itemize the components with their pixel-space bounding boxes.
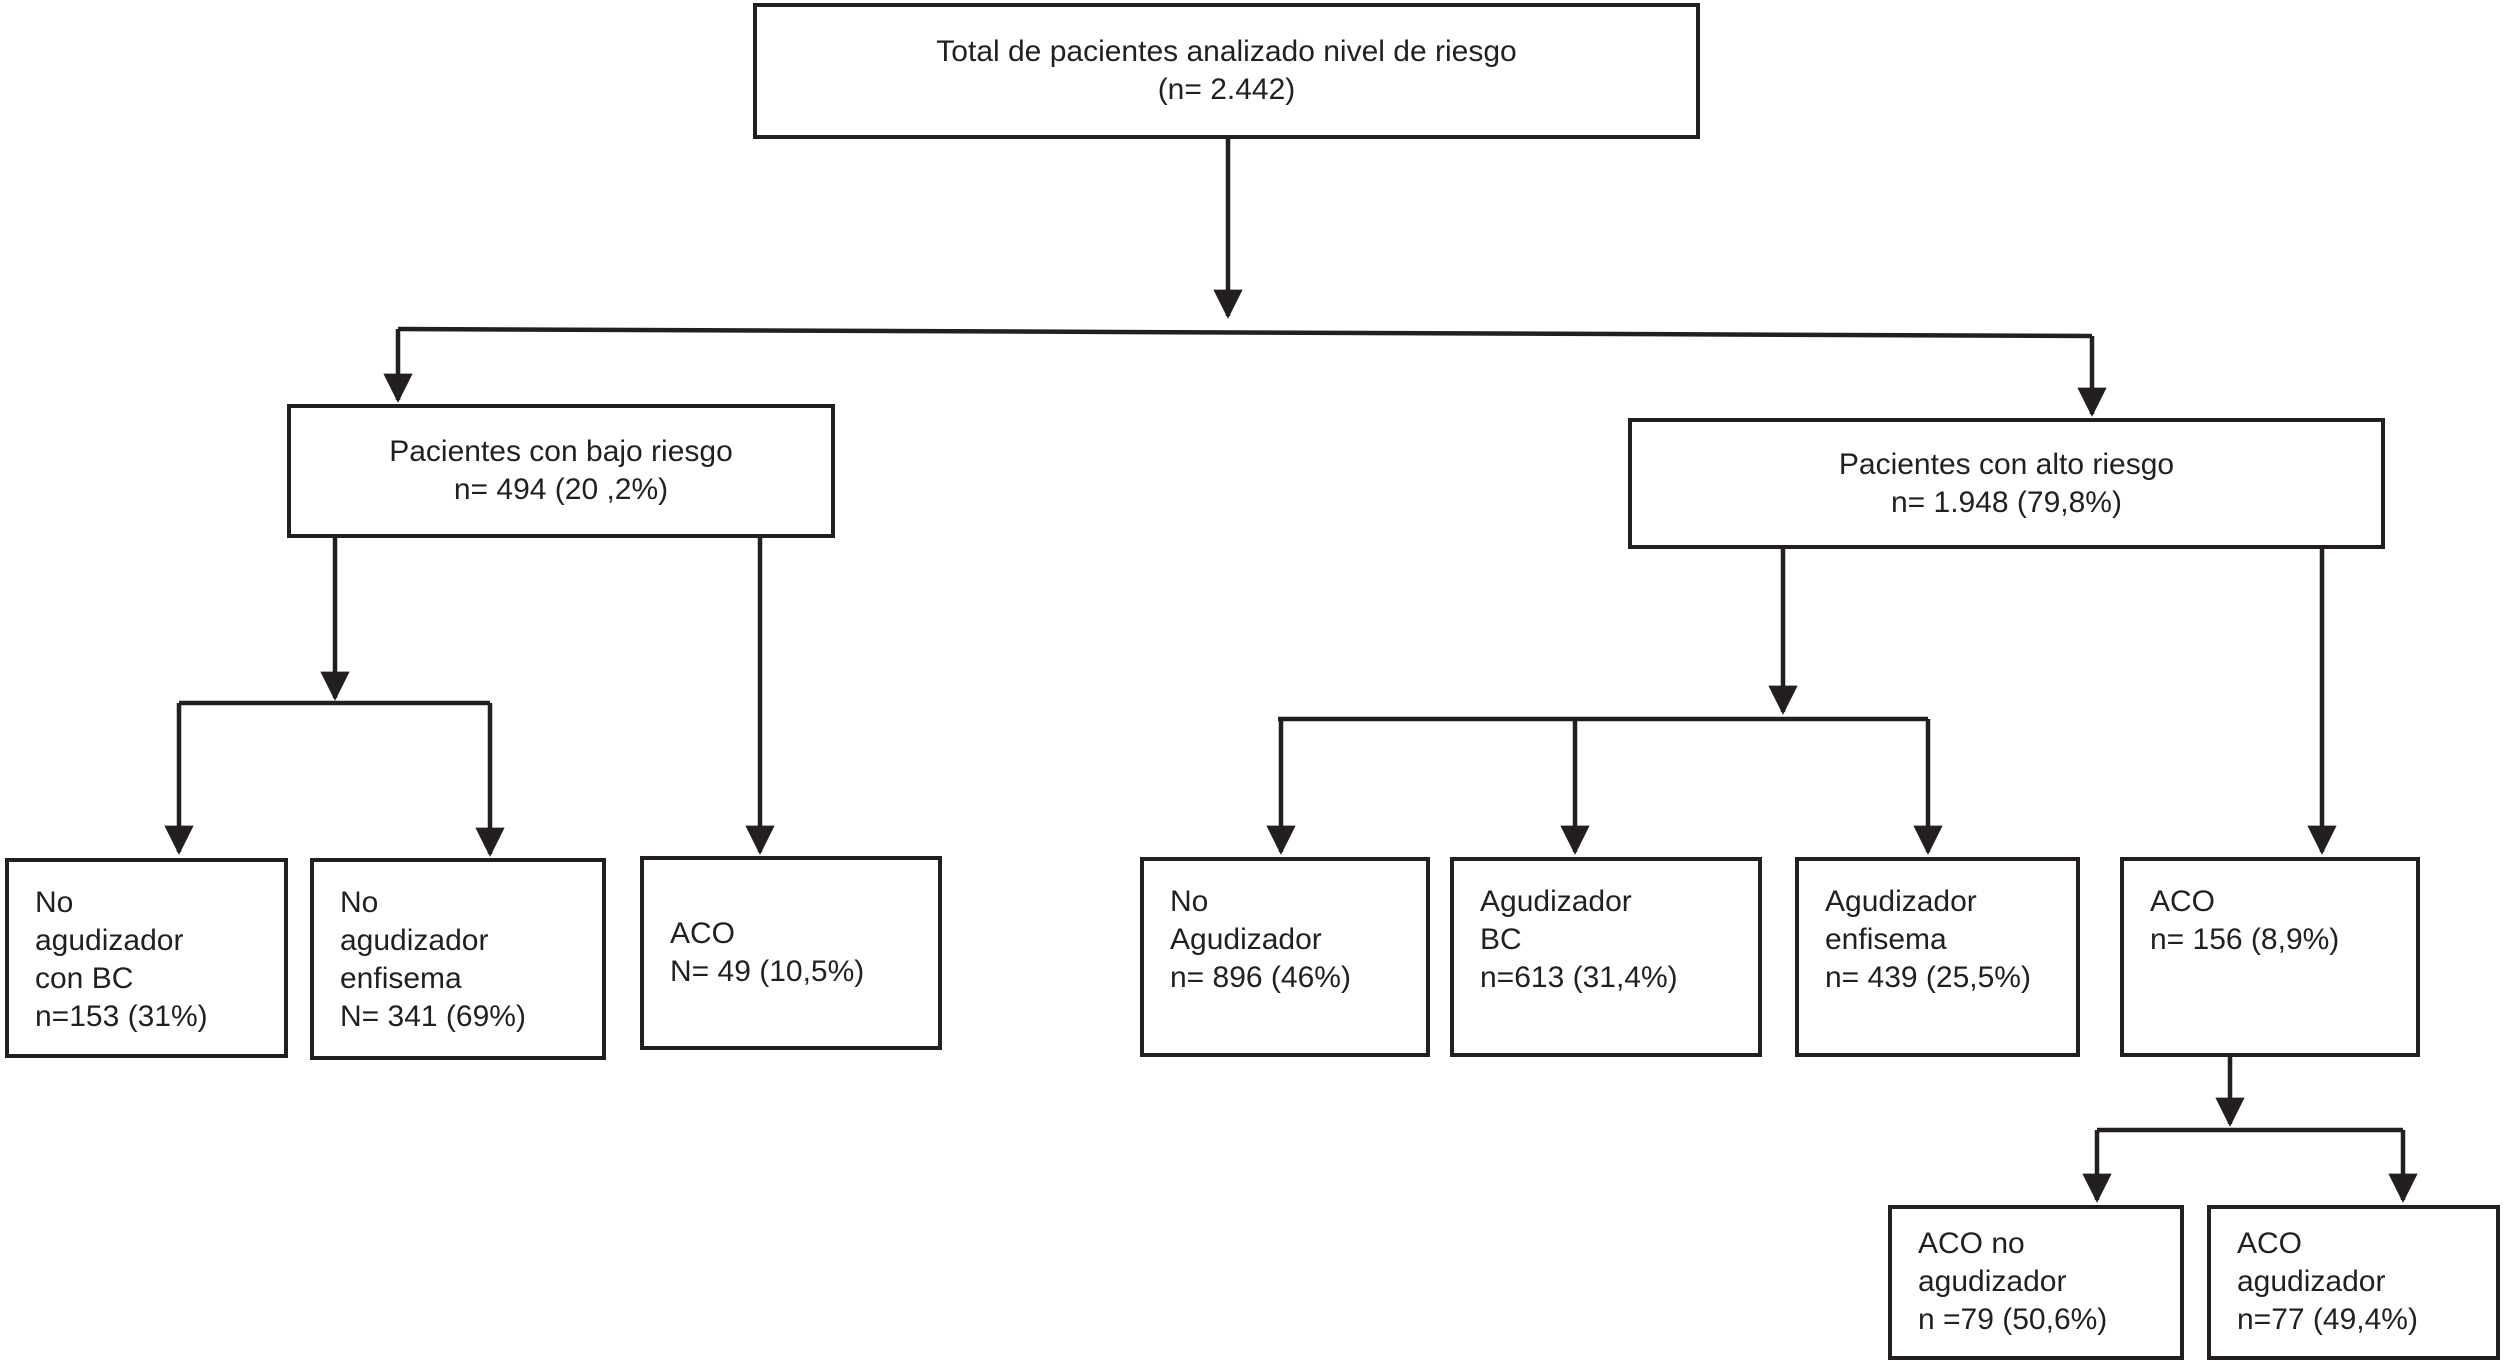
node-aco-agudizador: ACO agudizador n=77 (49,4%) <box>2207 1205 2500 1360</box>
node-agudizador-bc: Agudizador BC n=613 (31,4%) <box>1450 857 1762 1057</box>
node-aco-alto: ACO n= 156 (8,9%) <box>2120 857 2420 1057</box>
node-alto-riesgo: Pacientes con alto riesgo n= 1.948 (79,8… <box>1628 418 2385 549</box>
node-bajo-riesgo: Pacientes con bajo riesgo n= 494 (20 ,2%… <box>287 404 835 538</box>
node-agudizador-enfisema: Agudizador enfisema n= 439 (25,5%) <box>1795 857 2080 1057</box>
node-no-agudizador: No Agudizador n= 896 (46%) <box>1140 857 1430 1057</box>
node-aco-bajo: ACO N= 49 (10,5%) <box>640 856 942 1050</box>
node-no-agudizador-enfisema: No agudizador enfisema N= 341 (69%) <box>310 858 606 1060</box>
split-line <box>397 326 2093 339</box>
node-total-pacientes: Total de pacientes analizado nivel de ri… <box>753 3 1700 139</box>
node-no-agudizador-con-bc: No agudizador con BC n=153 (31%) <box>5 858 288 1058</box>
node-aco-no-agudizador: ACO no agudizador n =79 (50,6%) <box>1888 1205 2184 1360</box>
